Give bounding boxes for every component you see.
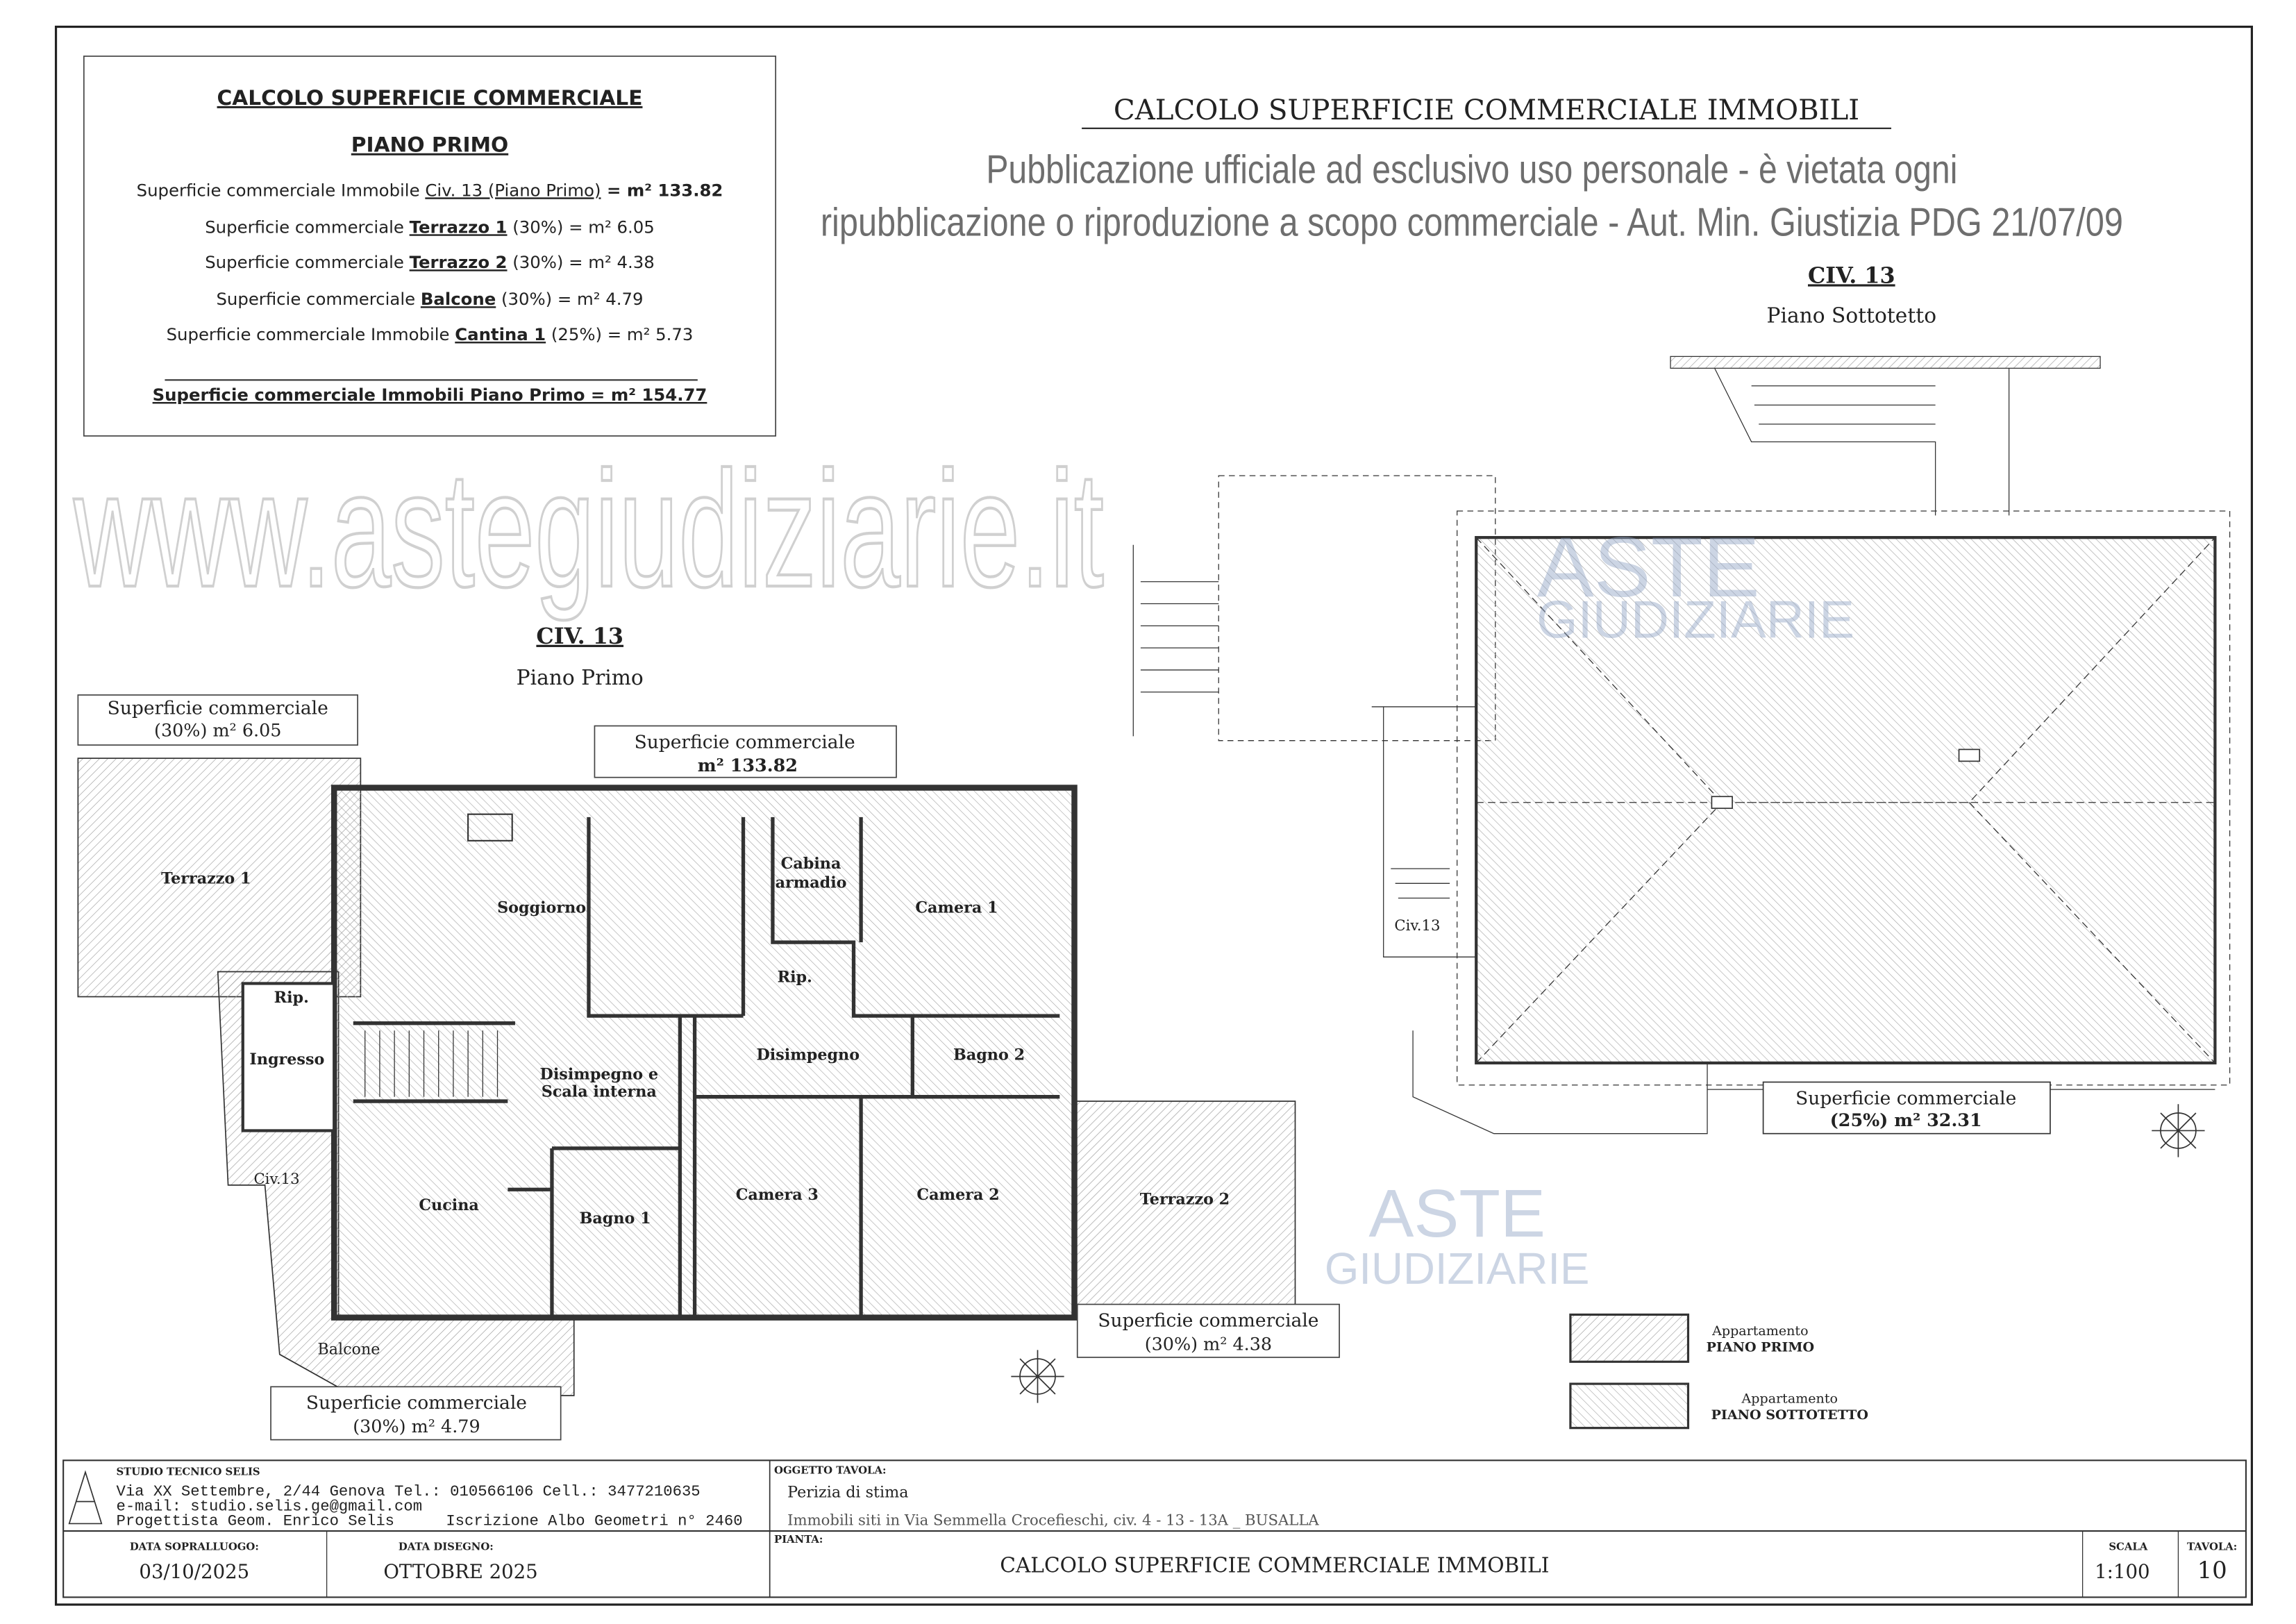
studio-email: e-mail: studio.selis.ge@gmail.com [116,1497,422,1515]
terrazzo1-area-line2: (30%) m² 6.05 [154,719,281,740]
room-camera-1: Camera 1 [915,899,998,917]
studio-albo: Iscrizione Albo Geometri n° 2460 [446,1512,742,1530]
room-cabina-armadio: armadio [776,874,847,892]
balcone-area-line2: (30%) m² 4.79 [353,1416,480,1437]
room-camera-2: Camera 2 [916,1186,999,1204]
summary-line: Superficie commerciale Immobile Civ. 13 … [137,180,723,200]
oggetto-line2: Immobili siti in Via Semmella Crocefiesc… [787,1512,1319,1529]
main-area-line2: m² 133.82 [698,755,798,776]
svg-text:GIUDIZIARIE: GIUDIZIARIE [1325,1244,1590,1294]
disegno-date: OTTOBRE 2025 [383,1561,537,1583]
notice-line2: ripubblicazione o riproduzione a scopo c… [821,201,2123,245]
room-rip: Rip. [274,989,309,1007]
room-terrazzo-1: Terrazzo 1 [161,869,251,887]
studio-name: STUDIO TECNICO SELIS [116,1466,260,1478]
svg-text:GIUDIZIARIE: GIUDIZIARIE [1536,590,1854,649]
legend-label: PIANO SOTTOTETTO [1711,1407,1868,1423]
terrazzo1-area-line1: Superficie commerciale [108,698,328,719]
sheet-border [54,25,2253,1606]
legend-swatch-piano-primo [1569,1313,1690,1363]
room-bagno-2: Bagno 2 [953,1046,1025,1064]
room-terrazzo-2: Terrazzo 2 [1140,1190,1230,1208]
attic-civ: CIV. 13 [1808,262,1895,288]
summary-line: Superficie commerciale Immobile Cantina … [167,324,694,344]
first-floor-plan: CIV. 13 Piano Primo Civ.13 [77,623,1296,1396]
summary-subtitle: PIANO PRIMO [351,133,508,157]
area-labels: Superficie commerciale (30%) m² 6.05 Sup… [77,694,1340,1441]
room-bagno-1: Bagno 1 [580,1209,651,1228]
room-soggiorno: Soggiorno [497,899,586,917]
scala-value: 1:100 [2095,1561,2150,1583]
site-watermark: www.astegiudiziarie.it [73,437,1104,621]
attic-floor: Piano Sottotetto [1767,303,1937,328]
notice-line1: Pubblicazione ufficiale ad esclusivo uso… [986,147,1957,192]
compass-rose-icon [2152,1104,2205,1157]
first-civ13-label: Civ.13 [253,1170,299,1187]
tavola-value: 10 [2197,1557,2227,1584]
studio-logo-icon [68,1470,103,1525]
legend-swatch-piano-sottotetto [1569,1382,1690,1430]
legend-label: Appartamento [1741,1391,1838,1407]
tavola-label: TAVOLA: [2187,1541,2237,1553]
summary-line: Superficie commerciale Balcone (30%) = m… [216,289,643,309]
room-camera-3: Camera 3 [736,1186,819,1204]
summary-title: CALCOLO SUPERFICIE COMMERCIALE [217,85,643,110]
legend: Appartamento PIANO PRIMO Appartamento PI… [1569,1313,1868,1430]
oggetto-label: OGGETTO TAVOLA: [774,1464,886,1476]
compass-rose-icon [1011,1350,1064,1403]
attic-label-line2: (25%) m² 32.31 [1830,1110,1982,1130]
pianta-value: CALCOLO SUPERFICIE COMMERCIALE IMMOBILI [1000,1552,1549,1577]
summary-box: CALCOLO SUPERFICIE COMMERCIALE PIANO PRI… [83,56,777,437]
room-cucina: Cucina [419,1196,478,1214]
balcone-area-line1: Superficie commerciale [306,1392,527,1414]
terrazzo2-area-line2: (30%) m² 4.38 [1145,1333,1272,1354]
first-floor: Piano Primo [517,665,644,689]
room-balcone: Balcone [317,1341,380,1359]
legend-label: Appartamento [1711,1323,1808,1339]
svg-text:ASTE: ASTE [1368,1175,1545,1251]
svg-text:ASTE: ASTE [1537,520,1760,615]
aste-giudiziarie-watermark: ASTE GIUDIZIARIE ASTE GIUDIZIARIE [1325,520,1854,1294]
room-disimpegno: Disimpegno [757,1046,860,1064]
attic-label-line1: Superficie commerciale [1795,1087,2016,1109]
attic-plan: CIV. 13 Piano Sottotetto Civ.13 Superfic… [1132,262,2231,1135]
summary-total: Superficie commerciale Immobili Piano Pr… [153,385,707,405]
sopralluogo-date: 03/10/2025 [139,1561,249,1583]
pianta-label: PIANTA: [774,1534,823,1546]
oggetto-line1: Perizia di stima [787,1483,908,1501]
studio-designer: Progettista Geom. Enrico Selis [116,1512,394,1530]
room-labels: Terrazzo 1 Soggiorno Cabina armadio Came… [161,855,1230,1359]
terrazzo2-area-line1: Superficie commerciale [1098,1309,1318,1331]
summary-line: Superficie commerciale Terrazzo 1 (30%) … [205,217,655,237]
room-rip: Rip. [778,968,812,986]
attic-civ13-label: Civ.13 [1394,916,1440,934]
first-civ: CIV. 13 [536,623,623,649]
studio-address: Via XX Settembre, 2/44 Genova Tel.: 0105… [116,1482,700,1500]
room-disimpegno-scala: Scala interna [542,1083,657,1101]
main-title: CALCOLO SUPERFICIE COMMERCIALE IMMOBILI [1114,94,1859,126]
room-disimpegno-scala: Disimpegno e [540,1065,658,1083]
disegno-label: DATA DISEGNO: [399,1541,494,1553]
title-block: STUDIO TECNICO SELIS Via XX Settembre, 2… [62,1459,2247,1598]
main-area-line1: Superficie commerciale [635,731,855,753]
room-ingresso: Ingresso [249,1050,324,1069]
room-cabina-armadio: Cabina [781,855,841,873]
scala-label: SCALA [2109,1541,2147,1553]
summary-line: Superficie commerciale Terrazzo 2 (30%) … [205,252,655,272]
sopralluogo-label: DATA SOPRALLUOGO: [130,1541,259,1553]
legend-label: PIANO PRIMO [1707,1339,1815,1355]
